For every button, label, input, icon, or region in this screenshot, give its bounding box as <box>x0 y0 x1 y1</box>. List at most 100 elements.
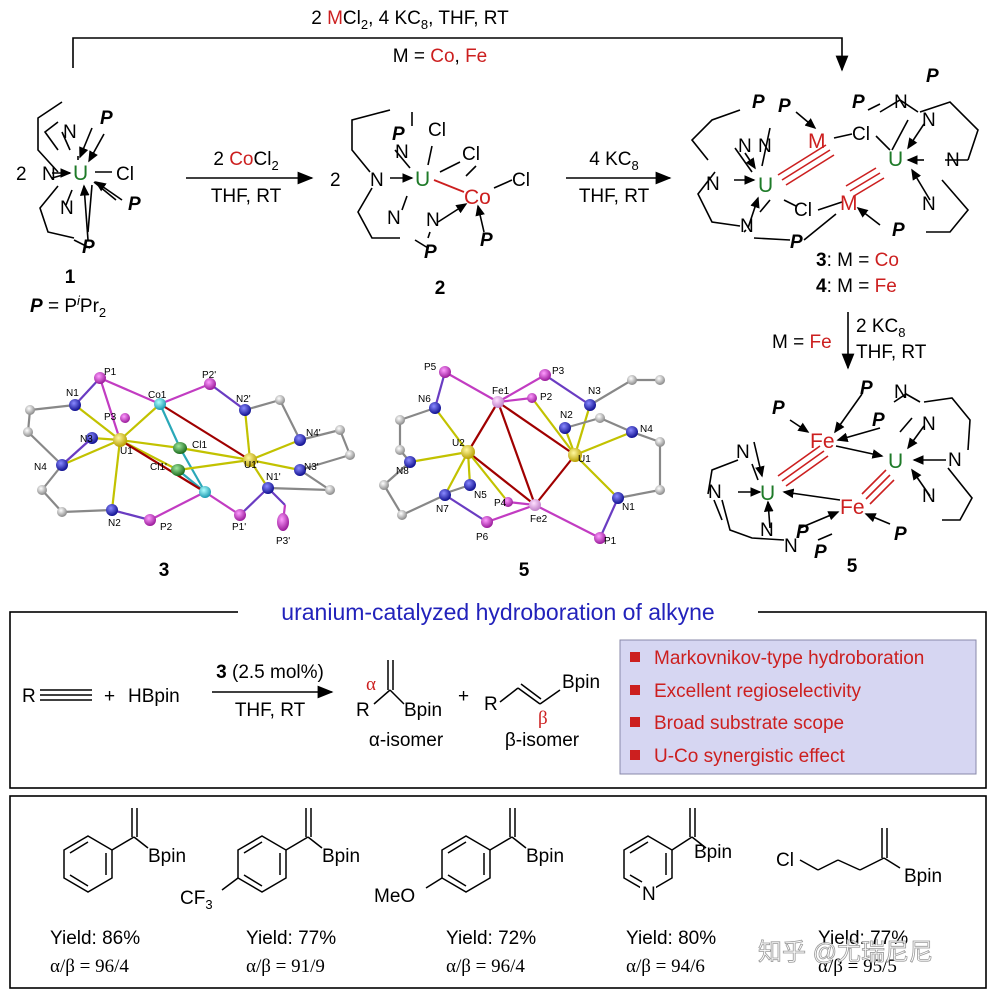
atom-cl: Cl <box>794 200 812 221</box>
product-yield: Yield: 86% <box>50 928 140 949</box>
product-chloroalkyl: Cl Bpin Yield: 77% α/β = 95/5 <box>776 828 942 977</box>
atom-label: P3' <box>276 536 290 547</box>
atom-uranium: U <box>888 450 903 473</box>
bullet-icon <box>630 652 640 662</box>
product-cf3-phenyl: Bpin CF3 Yield: 77% α/β = 91/9 <box>180 808 360 977</box>
atom-label: Fe2 <box>530 514 548 525</box>
plus-sign: + <box>458 686 469 707</box>
atom-label: P2' <box>202 370 216 381</box>
atom-p: P <box>752 92 765 113</box>
atom-p: P <box>100 108 113 129</box>
atom-n: N <box>760 520 774 541</box>
atom-label: N5 <box>474 490 487 501</box>
atom-uranium: U <box>415 168 430 191</box>
step3-metal-definition: M = Fe <box>772 332 832 353</box>
atom-n: N <box>894 382 908 403</box>
step1-reagent: 2 CoCl2 <box>213 149 278 173</box>
atom-n: N <box>740 216 754 237</box>
atom-label: P2 <box>160 522 173 533</box>
atom-n: N <box>948 450 962 471</box>
step3-conditions: THF, RT <box>856 342 927 363</box>
atom-p: P <box>814 542 827 563</box>
atom-label: P3 <box>104 412 117 423</box>
top-arrow-metal-definition: M = Co, Fe <box>393 46 488 67</box>
plus-sign: + <box>104 686 115 707</box>
product-ratio: α/β = 96/4 <box>446 956 525 977</box>
atom-p: P <box>926 66 939 87</box>
substrate-r-group: R <box>22 686 36 707</box>
coefficient-2: 2 <box>16 164 27 185</box>
atom-cl: Cl <box>512 170 530 191</box>
atom-n: N <box>784 536 798 557</box>
atom-label: Co1 <box>148 390 167 401</box>
atom-label: P5 <box>424 362 437 373</box>
atom-label: U1 <box>578 454 591 465</box>
atom-label: N8 <box>396 466 409 477</box>
atom-label: Fe1 <box>492 386 510 397</box>
top-reaction-arrow: 2 MCl2, 4 KC8, THF, RT M = Co, Fe <box>72 8 849 72</box>
atom-n: N <box>922 486 936 507</box>
product-yield: Yield: 77% <box>246 928 336 949</box>
bullet-icon <box>630 717 640 727</box>
beta-bpin: Bpin <box>562 672 600 693</box>
atom-label: P3 <box>552 366 565 377</box>
atom-label: N4 <box>640 424 653 435</box>
atom-label: Cl1' <box>150 462 167 473</box>
phosphine-definition: P = PiPr2 <box>30 293 106 320</box>
atom-n: N <box>370 170 384 191</box>
atom-p: P <box>892 220 905 241</box>
product-yield: Yield: 80% <box>626 928 716 949</box>
atom-label: N6 <box>418 394 431 405</box>
atom-label: P2 <box>540 392 553 403</box>
atom-p: P <box>424 242 437 263</box>
atom-label: N1 <box>622 502 635 513</box>
meo-substituent: MeO <box>374 886 415 907</box>
beta-isomer-structure: R Bpin β β-isomer <box>484 672 600 751</box>
xray-caption-5: 5 <box>519 560 530 581</box>
product-ratio: α/β = 95/5 <box>818 956 897 977</box>
atom-n: N <box>946 150 960 171</box>
coefficient-2: 2 <box>330 170 341 191</box>
step2-arrow: 4 KC8 THF, RT <box>566 149 672 207</box>
atom-label: N2 <box>108 518 121 529</box>
atom-cl: Cl <box>116 164 134 185</box>
product-ratio: α/β = 91/9 <box>246 956 325 977</box>
atom-n: N <box>60 198 74 219</box>
atom-uranium: U <box>888 148 903 171</box>
atom-p: P <box>82 237 95 258</box>
atom-metal: M <box>808 130 826 153</box>
xray-caption-3: 3 <box>159 560 170 581</box>
atom-n: N <box>736 442 750 463</box>
atom-p: P <box>128 194 141 215</box>
beta-symbol: β <box>538 708 548 729</box>
atom-iron: Fe <box>810 430 835 453</box>
atom-label: U2 <box>452 438 465 449</box>
atom-uranium: U <box>73 162 88 185</box>
alpha-bpin: Bpin <box>404 700 442 721</box>
bullet-icon <box>630 750 640 760</box>
compound-number-2: 2 <box>435 278 446 299</box>
catalysis-title: uranium-catalyzed hydroboration of alkyn… <box>281 599 714 625</box>
beta-isomer-label: β-isomer <box>505 730 580 751</box>
atom-cl: Cl <box>462 144 480 165</box>
step3-reagent: 2 KC8 <box>856 316 905 340</box>
atom-p: P <box>778 96 791 117</box>
atom-label: U1 <box>120 446 133 457</box>
step2-reagent: 4 KC8 <box>589 149 638 173</box>
product-ratio: α/β = 94/6 <box>626 956 705 977</box>
beta-r-group: R <box>484 694 498 715</box>
atom-label: N2 <box>560 410 573 421</box>
atom-n: N <box>426 210 440 231</box>
xray-structure-3: P1 Co1 P2' N1 N2' P3 Cl1 N3 U1 N4' Cl1' … <box>23 367 355 581</box>
compound-5-structure: P P P N N N N N N N N U U Fe Fe P P P 5 <box>707 378 973 577</box>
atom-metal: M <box>840 192 858 215</box>
features-box: Markovnikov-type hydroboration Excellent… <box>619 639 977 775</box>
atom-p: P <box>894 524 907 545</box>
atom-cl: Cl <box>428 120 446 141</box>
atom-label: P1' <box>232 522 246 533</box>
atom-p: P <box>480 230 493 251</box>
atom-n: N <box>63 122 77 143</box>
atom-label: N7 <box>436 504 449 515</box>
top-arrow-reagents: 2 MCl2, 4 KC8, THF, RT <box>311 8 509 32</box>
